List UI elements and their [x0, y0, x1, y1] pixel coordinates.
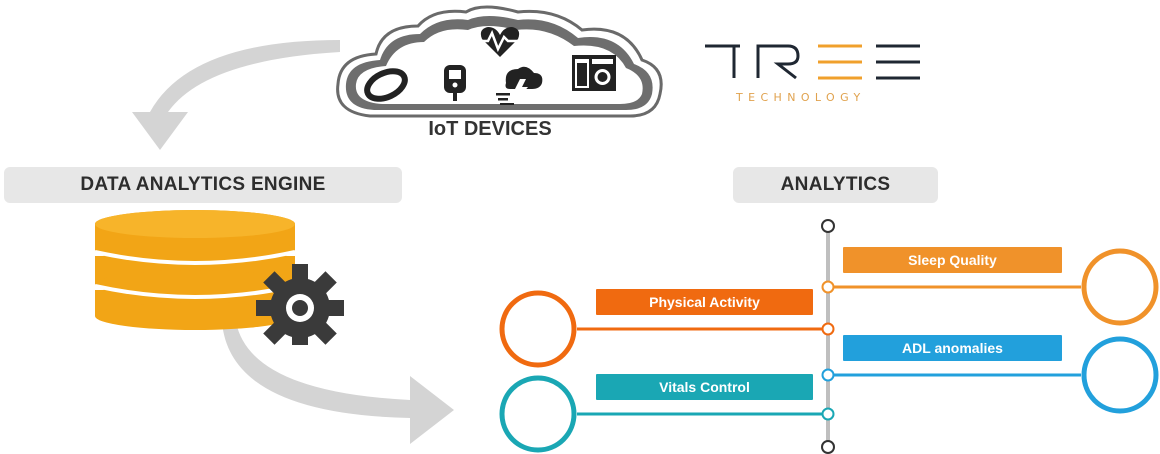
sleep-quality-node — [821, 280, 835, 294]
iot-devices-label: IoT DEVICES — [428, 118, 552, 140]
sleep-quality-label: Sleep Quality — [843, 247, 1062, 273]
vitals-control-ring — [499, 375, 577, 453]
glucose-meter-icon — [444, 65, 466, 101]
analytics-label: ANALYTICS — [733, 167, 938, 203]
database-icon — [95, 210, 344, 345]
vitals-control-label: Vitals Control — [596, 374, 813, 400]
adl-anomalies-ring — [1081, 336, 1159, 414]
tree-logo-subtitle: TECHNOLOGY — [736, 91, 866, 104]
timeline-end-node — [821, 440, 835, 454]
tree-logo-wordmark — [705, 44, 920, 80]
device-icons — [364, 27, 616, 105]
physical-activity-label: Physical Activity — [596, 289, 813, 315]
adl-anomalies-label: ADL anomalies — [843, 335, 1062, 361]
physical-activity-node — [821, 322, 835, 336]
physical-activity-ring — [499, 290, 577, 368]
timeline-start-node — [821, 219, 835, 233]
weather-sensor-icon — [496, 66, 543, 105]
appliance-icon — [572, 55, 616, 91]
fitness-band-icon — [364, 68, 408, 102]
sleep-quality-ring — [1081, 248, 1159, 326]
adl-anomalies-node — [821, 368, 835, 382]
heart-rate-icon — [478, 27, 522, 57]
iot-to-engine-arrow — [132, 40, 340, 150]
gear-icon — [256, 264, 344, 345]
data-analytics-engine-label: DATA ANALYTICS ENGINE — [4, 167, 402, 203]
engine-to-analytics-arrow — [222, 322, 454, 444]
vitals-control-node — [821, 407, 835, 421]
